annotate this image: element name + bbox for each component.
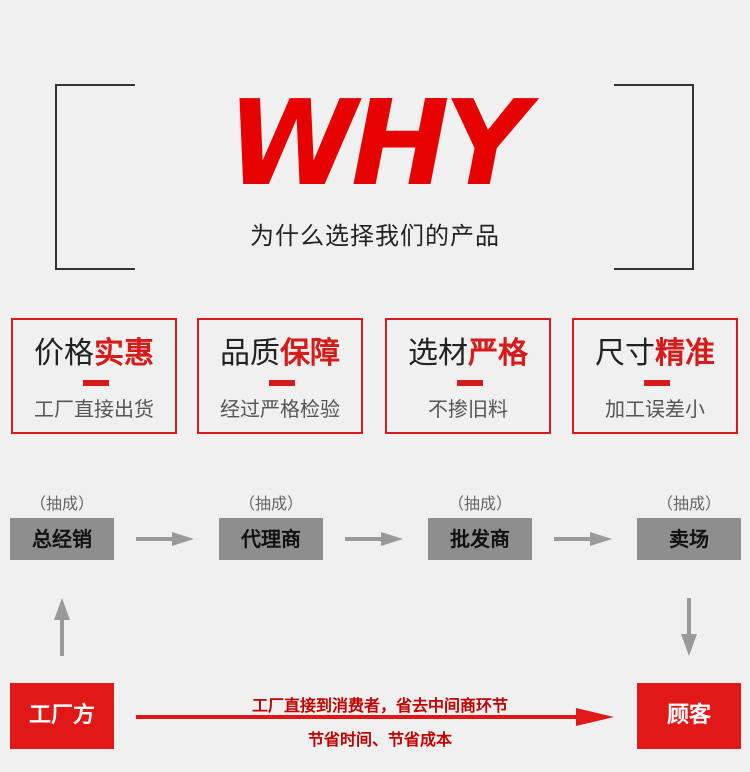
card-subtitle: 工厂直接出货 <box>34 397 154 421</box>
chain-step-wholesaler: 批发商 <box>428 518 532 560</box>
arrow-right-icon <box>136 532 194 546</box>
commission-note: （抽成） <box>656 494 721 513</box>
arrow-right-red-icon <box>136 708 614 726</box>
card-subtitle: 经过严格检验 <box>220 397 340 421</box>
arrow-right-icon <box>554 532 612 546</box>
feature-card-size: 尺寸精准 加工误差小 <box>572 318 738 434</box>
card-title: 尺寸精准 <box>595 336 715 371</box>
savings-text: 节省时间、节省成本 <box>307 730 452 749</box>
feature-card-material: 选材严格 不掺旧料 <box>385 318 551 434</box>
arrow-right-icon <box>345 532 403 546</box>
arrow-up-icon <box>54 598 70 656</box>
commission-note: （抽成） <box>447 494 512 513</box>
card-divider <box>644 380 670 386</box>
header-bracket-left <box>55 84 135 270</box>
direct-sale-text: 工厂直接到消费者，省去中间商环节 <box>251 696 508 715</box>
arrow-down-icon <box>681 598 697 656</box>
card-title: 品质保障 <box>220 336 340 371</box>
card-title: 价格实惠 <box>34 336 154 371</box>
header-bracket-right <box>614 84 694 270</box>
why-subtitle: 为什么选择我们的产品 <box>250 222 500 250</box>
customer-box: 顾客 <box>637 683 741 749</box>
commission-note: （抽成） <box>29 494 94 513</box>
card-divider <box>83 380 109 386</box>
feature-card-quality: 品质保障 经过严格检验 <box>197 318 363 434</box>
chain-step-agent: 代理商 <box>219 518 323 560</box>
card-divider <box>457 380 483 386</box>
card-divider <box>269 380 295 386</box>
card-title: 选材严格 <box>408 336 528 371</box>
commission-note: （抽成） <box>238 494 303 513</box>
card-subtitle: 不掺旧料 <box>428 397 508 421</box>
why-title: WHY <box>226 74 529 212</box>
card-subtitle: 加工误差小 <box>605 397 705 421</box>
factory-box: 工厂方 <box>10 683 114 749</box>
feature-card-price: 价格实惠 工厂直接出货 <box>11 318 177 434</box>
chain-step-general-distributor: 总经销 <box>10 518 114 560</box>
chain-step-store: 卖场 <box>637 518 741 560</box>
